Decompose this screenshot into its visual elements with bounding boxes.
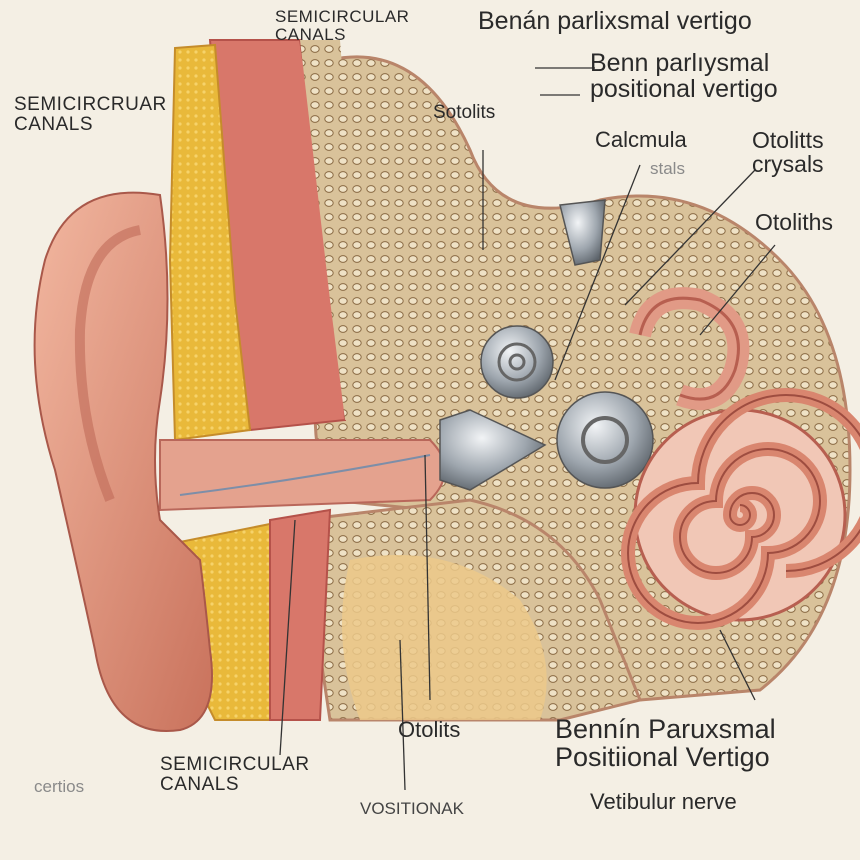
header-title: Benán parlixsmal vertigo	[478, 7, 752, 35]
left-semicircular-label: SEMICIRCRUAR CANALS	[14, 94, 167, 135]
otolitts-crystals-label: Otolitts crysals	[752, 127, 824, 178]
ear-canal	[159, 439, 446, 512]
malleus-coil	[480, 325, 554, 399]
stapes	[559, 199, 606, 266]
sotolits-label: Sotolits	[433, 102, 496, 123]
canal-line	[179, 454, 431, 496]
inner-cavity	[342, 555, 547, 720]
cochlea-spiral-line	[627, 394, 860, 624]
leader-lines	[279, 67, 776, 791]
malleus-center	[508, 353, 526, 371]
certios-label: certios	[34, 777, 85, 796]
fat-strip-upper	[168, 43, 252, 442]
otolits-bottom-label: Otolits	[398, 717, 461, 742]
stals-label: stals	[650, 159, 685, 178]
bone-strip-upper	[300, 40, 365, 420]
malleus-inner	[497, 342, 537, 382]
benign-label-top: Benn parlıysmal positional vertigo	[590, 49, 778, 104]
benign-label-bottom: Bennín Paruxsmal Positiional Vertigo	[555, 714, 776, 773]
vestibular-nerve-label: Vetibulur nerve	[590, 789, 737, 814]
vositional-label: VOSITIONAK	[360, 799, 464, 818]
stapes-footplate	[556, 391, 654, 489]
red-tissue-lower	[269, 508, 332, 721]
incus-cone	[439, 409, 547, 491]
top-semicircular-label: SEMICIRCULAR CANALS	[275, 7, 410, 44]
otoliths-right-label: Otoliths	[755, 209, 833, 235]
ear-fold	[74, 225, 142, 502]
semicircular-loop-inner	[638, 296, 740, 401]
calcmula-label: Calcmula	[595, 127, 687, 152]
footplate-inner	[581, 416, 629, 464]
semicircular-bottom-label: SEMICIRCULAR CANALS	[160, 754, 310, 795]
